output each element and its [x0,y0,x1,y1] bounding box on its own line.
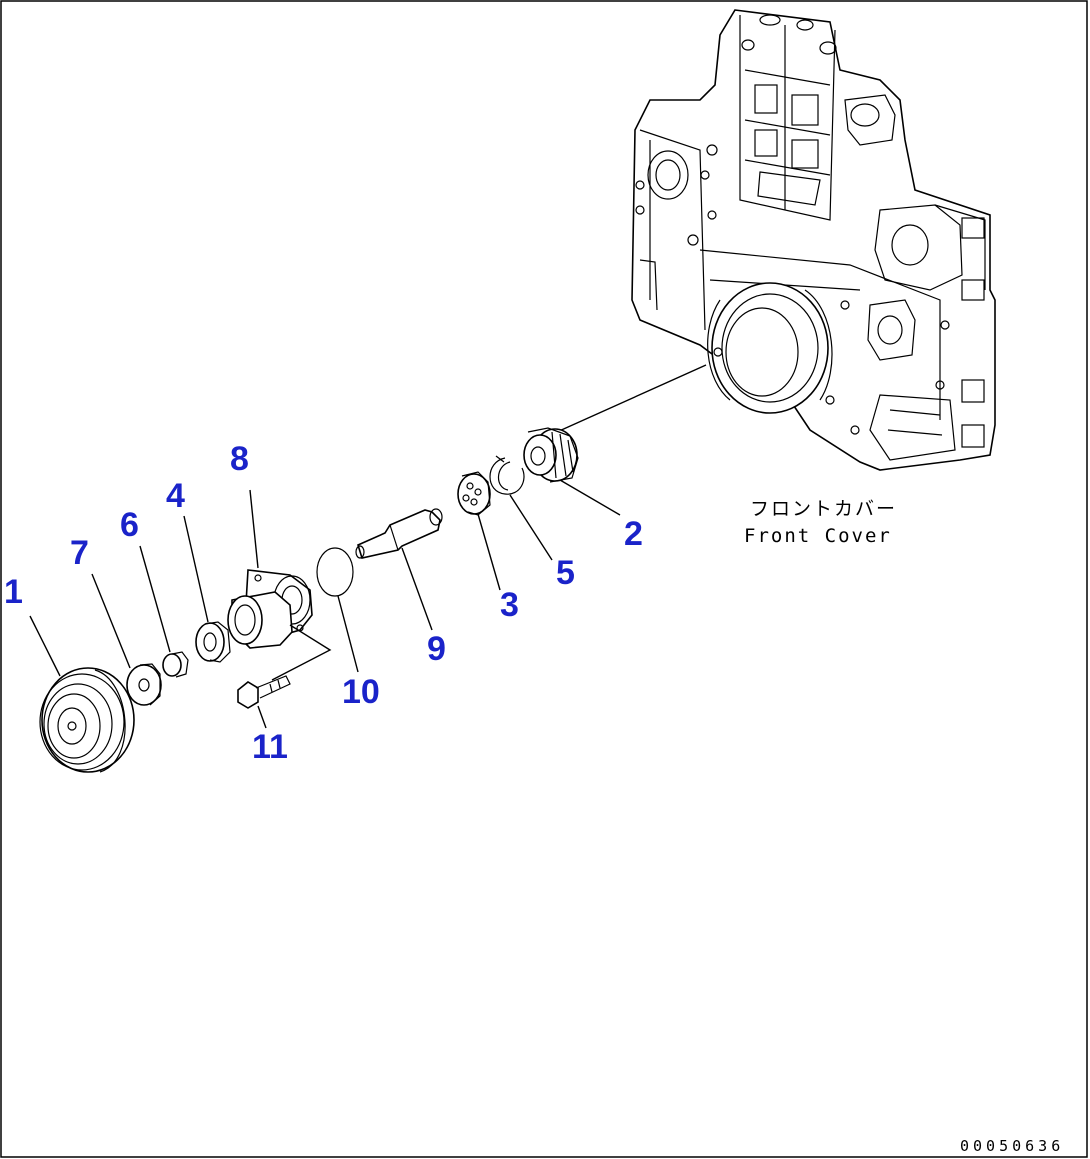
leader-2 [559,479,621,516]
drawing-code: 00050636 [960,1137,1064,1155]
callout-11: 11 [252,728,288,766]
front-cover-leader-line [547,364,707,437]
callout-5: 5 [556,554,575,592]
part-9-shaft [355,508,443,559]
callout-3: 3 [500,586,519,624]
part-3-bearing [457,471,491,516]
leader-1 [29,615,61,677]
part-6-spacer [162,651,189,678]
leader-6 [139,545,171,653]
part-5-snap-ring [489,455,525,495]
callout-4: 4 [166,477,185,515]
part-2-gear [523,427,579,483]
callout-8: 8 [230,440,249,478]
part-1-pulley [39,667,135,773]
part-4-seal [195,621,231,663]
part-11-bolt [237,675,291,709]
leader-7 [91,573,131,669]
part-10-o-ring [316,547,354,597]
callout-2: 2 [624,515,643,553]
front-cover-part [631,9,996,471]
leader-11-bracket [271,624,332,681]
callout-1: 1 [4,573,23,611]
front-cover-label-jp: フロントカバー [750,498,897,520]
part-7-washer [126,663,162,706]
callout-6: 6 [120,506,139,544]
leader-3 [477,513,501,591]
callout-7: 7 [70,534,89,572]
leader-9 [401,547,433,631]
part-8-housing [227,569,313,649]
callout-9: 9 [427,630,446,668]
leader-8 [249,489,259,569]
front-cover-label-en: Front Cover [744,525,892,547]
leader-4 [183,515,209,623]
leader-10 [337,595,359,673]
leader-5 [509,494,553,561]
callout-10: 10 [342,673,380,711]
leader-11 [257,705,267,729]
